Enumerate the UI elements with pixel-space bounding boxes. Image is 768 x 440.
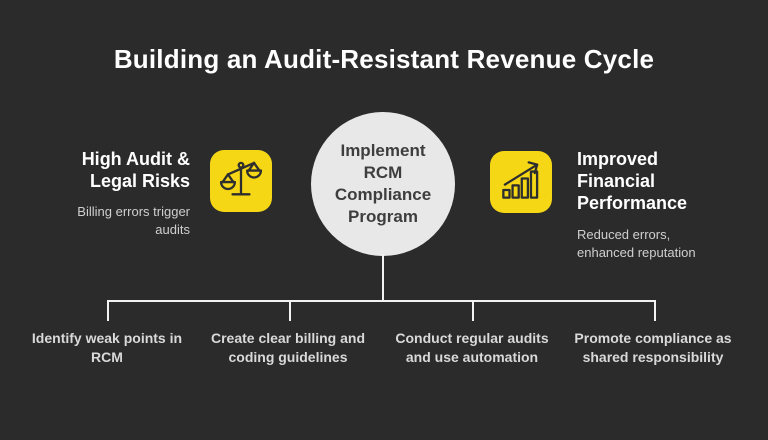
balance-scale-icon-badge — [210, 150, 272, 212]
left-node-heading: High Audit & Legal Risks — [81, 149, 190, 191]
center-node-circle: Implement RCM Compliance Program — [311, 112, 455, 256]
left-node-subtext: Billing errors trigger audits — [77, 204, 190, 237]
branch-label: Identify weak points in RCM — [31, 330, 183, 365]
center-node-label: Implement RCM Compliance Program — [334, 141, 432, 226]
bar-chart-icon-badge — [490, 151, 552, 213]
branch-label: Conduct regular audits and use automatio… — [395, 330, 549, 365]
right-node-subtext: Reduced errors, enhanced reputation — [577, 227, 696, 260]
bar-chart-growth-icon — [498, 157, 544, 208]
right-node-heading: Improved Financial Performance — [577, 149, 688, 213]
connector-tick — [472, 300, 474, 321]
connector-tick — [289, 300, 291, 321]
balance-scale-icon — [218, 156, 264, 207]
connector-tick — [654, 300, 656, 321]
branch-label: Create clear billing and coding guidelin… — [210, 330, 366, 365]
page-title: Building an Audit-Resistant Revenue Cycl… — [113, 44, 655, 74]
connector-stem — [382, 254, 384, 302]
branch-label: Promote compliance as shared responsibil… — [574, 330, 732, 365]
connector-horizontal-line — [107, 300, 656, 302]
connector-tick — [107, 300, 109, 321]
